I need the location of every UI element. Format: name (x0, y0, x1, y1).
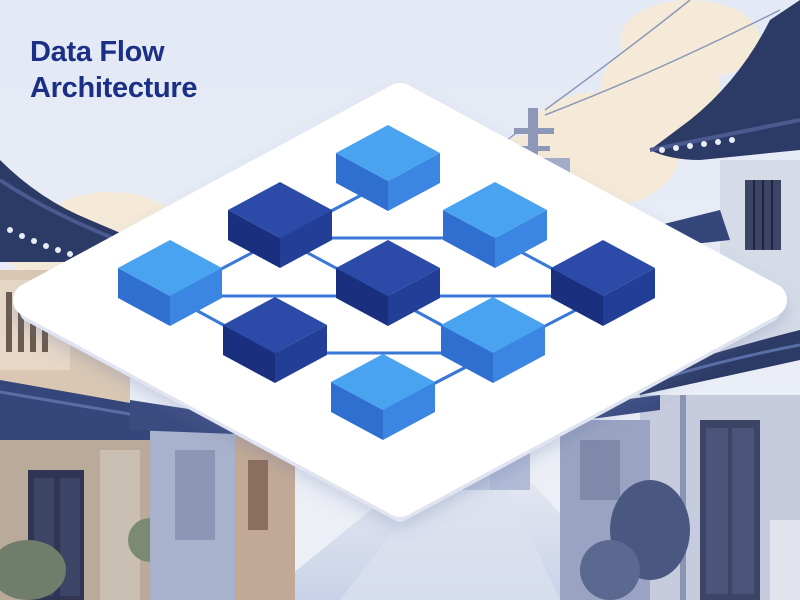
alley-road (260, 470, 640, 600)
data-node-block (223, 297, 327, 383)
data-node-block (228, 182, 332, 268)
data-node-block (551, 240, 655, 326)
title-line-1: Data Flow (30, 36, 165, 68)
page-title: Data Flow Architecture (30, 34, 198, 106)
title-line-2: Architecture (30, 72, 198, 104)
diagram-nodes (118, 125, 655, 440)
data-node-block (441, 297, 545, 383)
data-node-block (331, 354, 435, 440)
data-node-block (443, 182, 547, 268)
data-node-block (118, 240, 222, 326)
data-node-block (336, 240, 440, 326)
data-node-block (336, 125, 440, 211)
